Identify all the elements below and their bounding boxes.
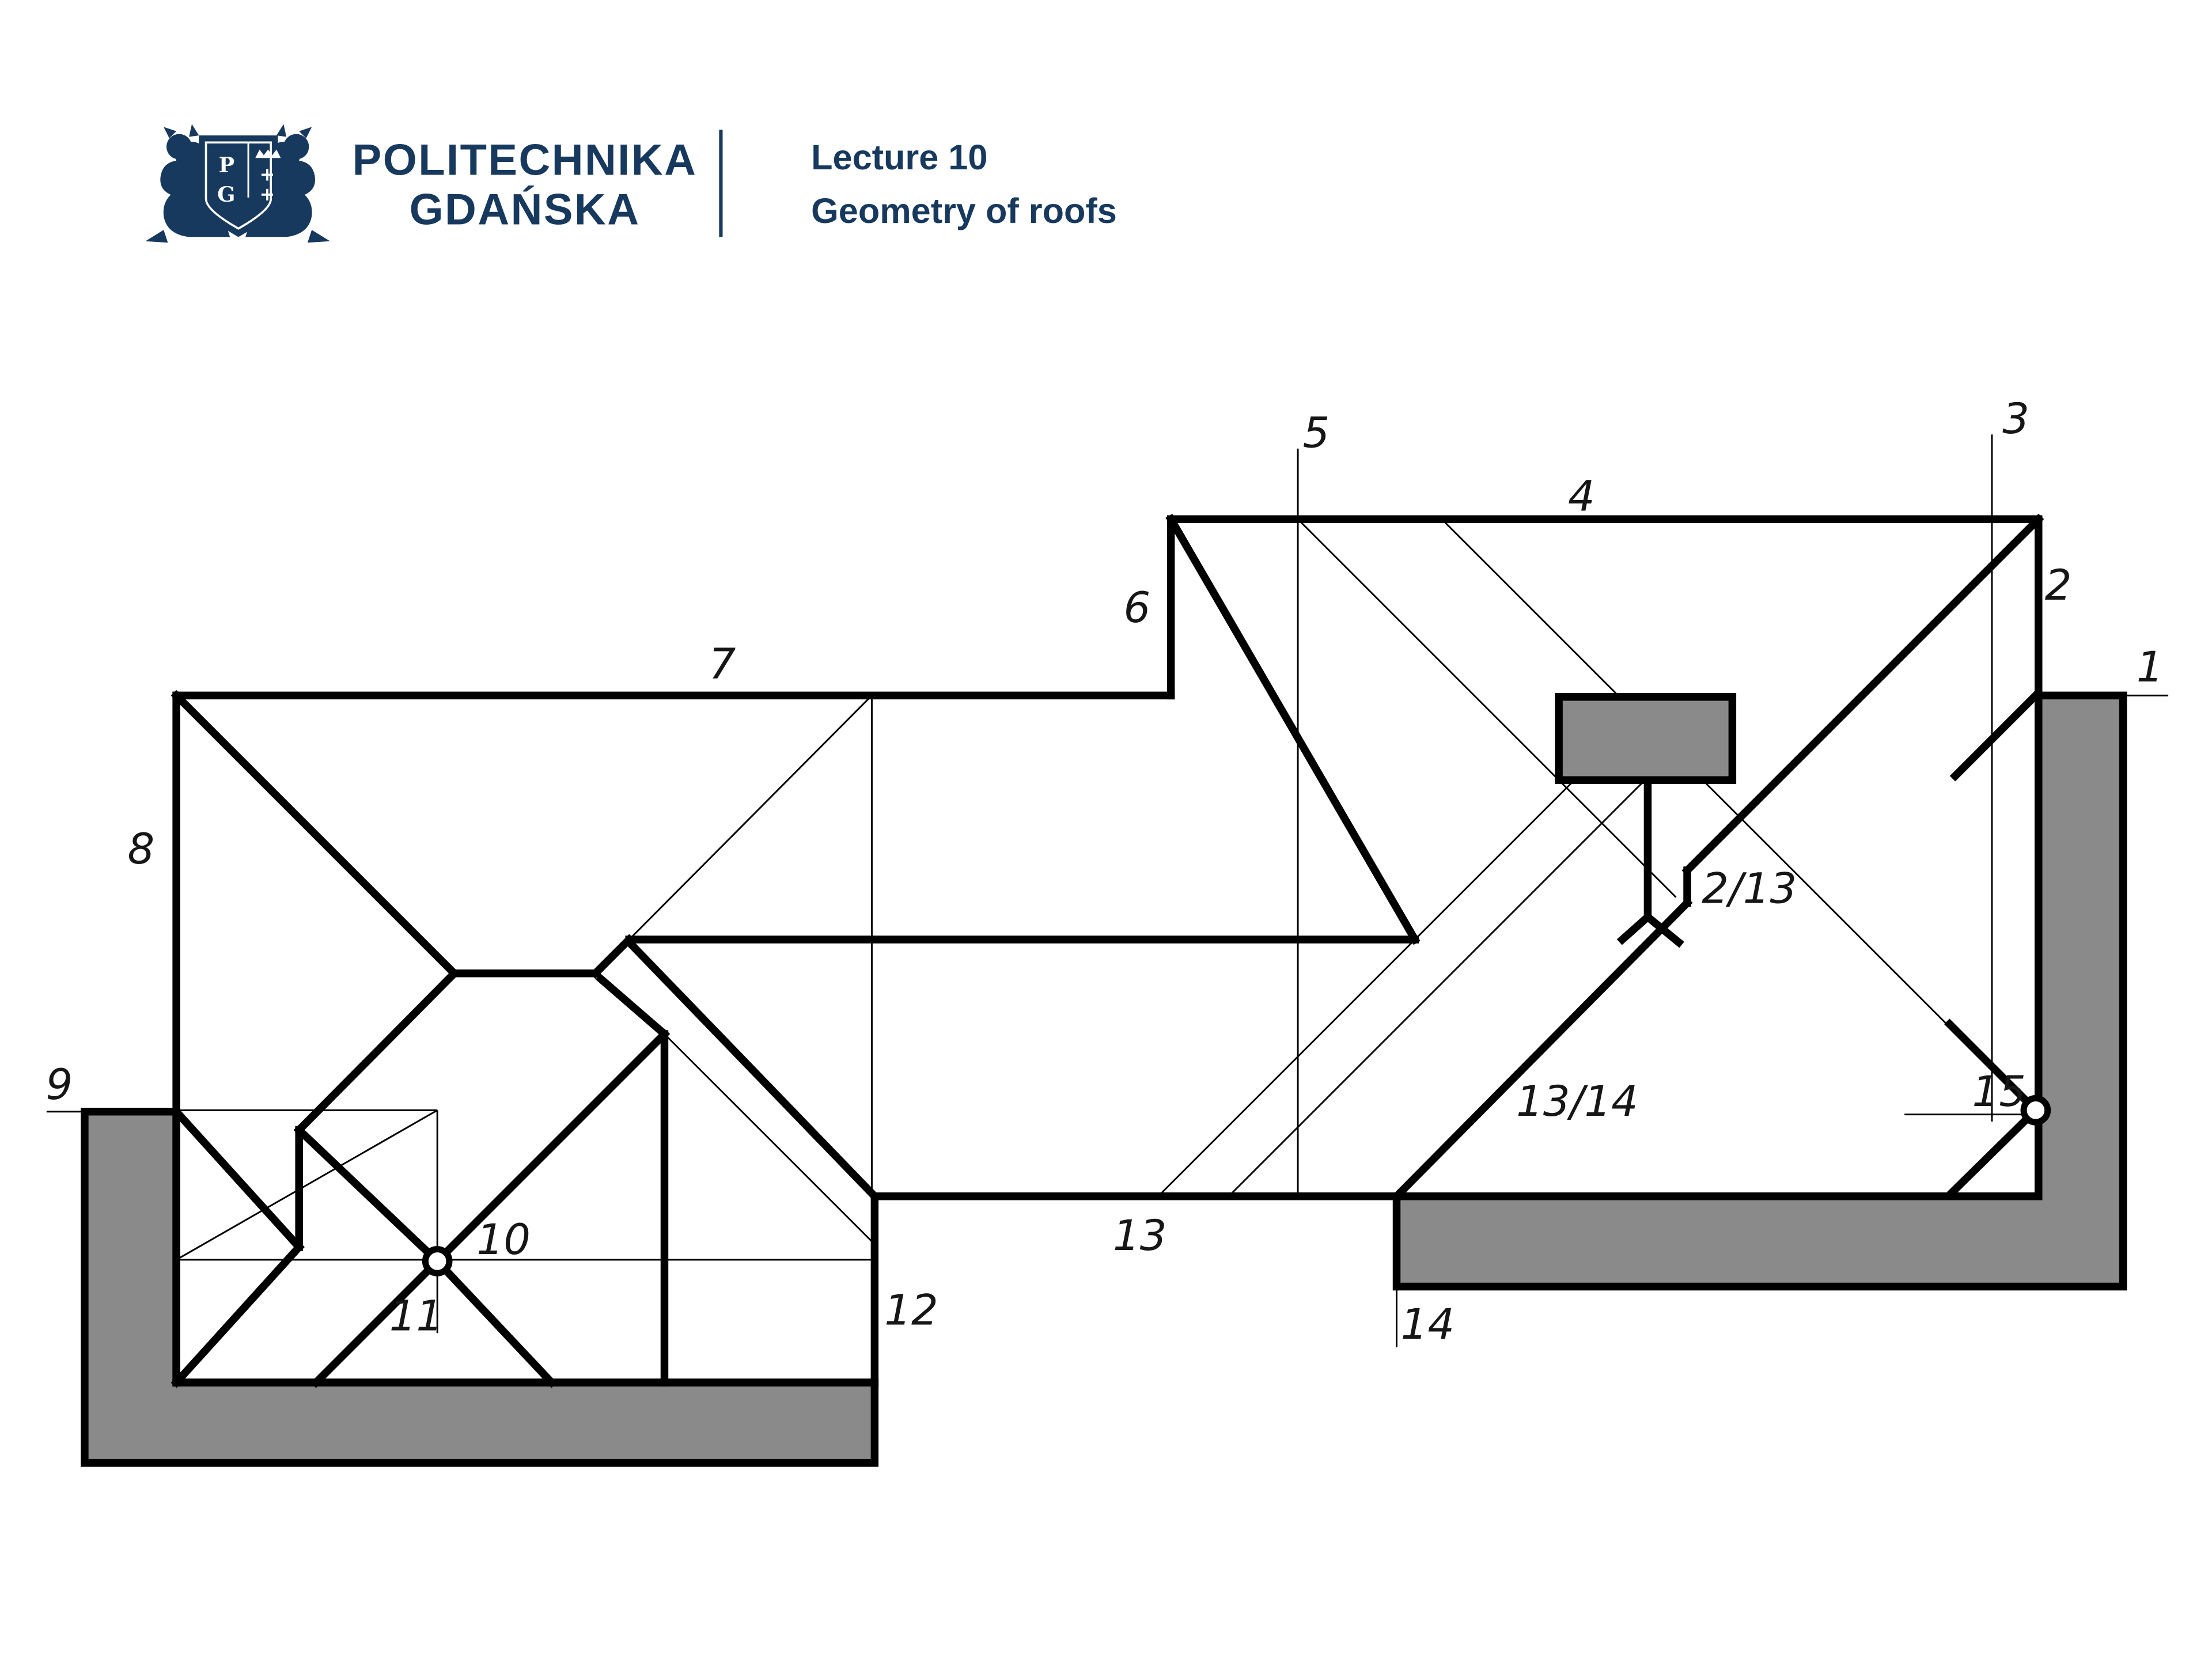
- construction-line: [628, 695, 873, 941]
- diagram-label: 3: [2002, 395, 2029, 444]
- lecture-title: Geometry of roofs: [811, 191, 1117, 230]
- shield-cross-2: +: [260, 183, 275, 205]
- roof-edge-line: [171, 1106, 305, 1253]
- roof-edge-line: [431, 1028, 670, 1267]
- roof-edge-line: [1681, 513, 2044, 876]
- roof-edge-line: [171, 1241, 305, 1388]
- wall-polygon: [81, 1108, 879, 1467]
- university-logo: P G + +: [145, 124, 331, 243]
- roof-edge-line: [293, 1124, 443, 1267]
- roof-edge-line: [626, 940, 880, 1202]
- logo-monogram-g: G: [217, 182, 235, 207]
- wall-polygon: [1555, 693, 1737, 785]
- diagram-label: 4: [1568, 472, 1595, 521]
- diagram-label: 11: [389, 1291, 443, 1340]
- construction-line: [1297, 518, 1677, 898]
- roof-edge-line: [293, 968, 460, 1136]
- construction-line: [664, 1033, 876, 1245]
- roof-edge-line: [1642, 911, 1684, 948]
- roof-edge-line: [595, 974, 670, 1040]
- diagram-label: 2/13: [1702, 864, 1797, 913]
- roof-edge-line: [1944, 1018, 2041, 1116]
- nodes-layer: [422, 1095, 2051, 1277]
- junction-node-circle: [422, 1246, 453, 1277]
- diagram-label: 12: [884, 1286, 938, 1335]
- roof-edge-line: [1949, 690, 2041, 782]
- construction-line: [176, 1109, 438, 1261]
- roof-edge-line: [1165, 514, 1421, 945]
- diagram-label: 15: [1972, 1067, 2025, 1116]
- roof-edge-line: [310, 1255, 443, 1388]
- diagram-label: 7: [709, 640, 736, 689]
- roof-edge-line: [1391, 897, 1693, 1202]
- university-name-line2: GDAŃSKA: [410, 185, 641, 234]
- roof-edge-line: [1616, 911, 1653, 945]
- lecture-number: Lecture 10: [811, 138, 987, 177]
- roof-edge-line: [589, 934, 635, 979]
- roof-lines-layer: [171, 513, 2044, 1388]
- crown-icon: [255, 149, 281, 158]
- roof-edge-line: [1946, 1104, 2041, 1198]
- logo-monogram-p: P: [219, 153, 235, 177]
- roof-edge-line: [431, 1255, 558, 1388]
- diagram-label: 10: [477, 1215, 531, 1264]
- diagram-label: 2: [2045, 561, 2072, 610]
- shield-cross-1: +: [260, 163, 275, 185]
- diagram-label: 13: [1113, 1211, 1166, 1260]
- logo-shield: P G + +: [199, 135, 281, 237]
- slide-header: P G + + POLITECHNIKA GDAŃSKA Lecture 10 …: [145, 124, 1117, 243]
- university-name-line1: POLITECHNIKA: [353, 136, 698, 185]
- diagram-label: 8: [128, 825, 155, 874]
- diagram-label: 9: [46, 1060, 73, 1109]
- roof-edge-line: [171, 690, 460, 979]
- diagram-label: 14: [1401, 1300, 1455, 1349]
- construction-line: [1157, 754, 1601, 1197]
- diagram-label: 13/14: [1516, 1077, 1638, 1126]
- diagram-label: 6: [1124, 584, 1151, 632]
- walls-layer: [81, 691, 2127, 1467]
- construction-line: [1441, 518, 2034, 1111]
- junction-node-circle: [2020, 1095, 2051, 1126]
- diagram-label: 1: [2137, 643, 2164, 692]
- diagram-label: 5: [1303, 408, 1330, 457]
